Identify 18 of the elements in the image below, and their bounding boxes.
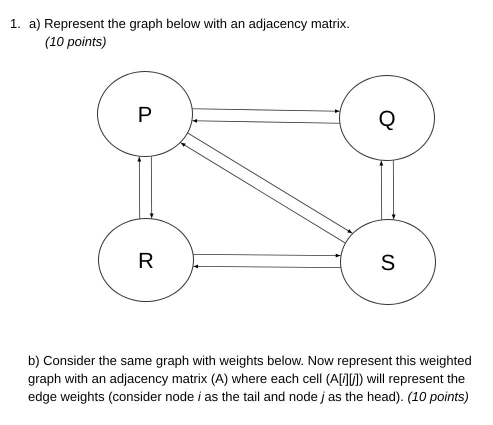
arrow bbox=[192, 118, 340, 124]
arrow bbox=[392, 160, 396, 220]
question-text: a) Represent the graph below with an adjacency matrix. bbox=[29, 15, 350, 33]
question-text: 1. bbox=[10, 15, 21, 33]
node-label: Q bbox=[378, 104, 396, 132]
question-text: (10 points) bbox=[45, 33, 106, 51]
arrow bbox=[379, 160, 384, 220]
question-text: b) Consider the same graph with weights below. Now represent this weighted graph with an adjacency matrix (A) where each cell (A[i][j]) will represent the edge weights (consider node i as the tail and node j as the head). (10 points) bbox=[28, 352, 473, 406]
arrow bbox=[193, 254, 341, 258]
arrow bbox=[193, 264, 341, 268]
arrow bbox=[150, 156, 154, 219]
node-label: R bbox=[138, 246, 154, 274]
node-label: S bbox=[380, 248, 396, 276]
arrow bbox=[188, 132, 353, 234]
arrow bbox=[192, 108, 340, 114]
arrow bbox=[137, 156, 142, 219]
arrow bbox=[180, 142, 346, 244]
node-label: P bbox=[138, 100, 152, 128]
